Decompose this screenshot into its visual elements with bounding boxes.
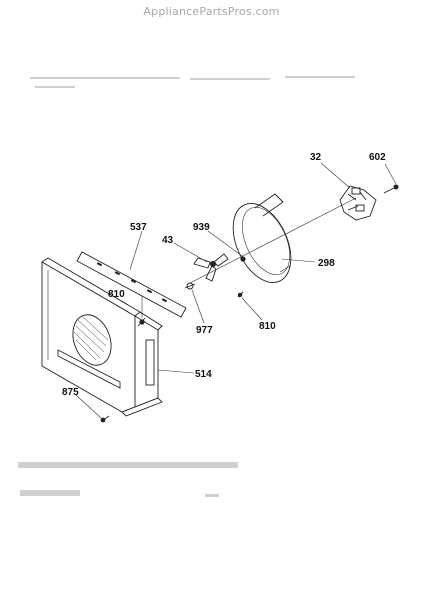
nut-939 (240, 256, 246, 262)
screw-875 (100, 415, 110, 423)
part-977 (184, 282, 196, 290)
part-label-939: 939 (193, 222, 210, 233)
leader-lines (75, 162, 397, 419)
part-label-602: 602 (369, 152, 386, 163)
part-label-32: 32 (310, 152, 322, 163)
assembly-axis-line (189, 197, 357, 284)
faint-scan-artifacts (18, 76, 355, 497)
part-label-810-left: 810 (108, 289, 125, 300)
bracket-537 (76, 251, 187, 318)
part-label-514: 514 (195, 369, 212, 380)
fan-shroud-298 (232, 193, 292, 283)
screw-810-left (137, 317, 146, 327)
screw-810-right (237, 291, 244, 298)
part-label-810-right: 810 (259, 321, 276, 332)
part-label-298: 298 (318, 258, 335, 269)
part-label-875: 875 (62, 387, 79, 398)
part-label-977: 977 (196, 325, 213, 336)
site-watermark: AppliancePartsPros.com (143, 5, 280, 18)
fan-blade-43 (193, 253, 229, 282)
motor-assembly-32 (339, 185, 377, 221)
fan-cover-panel-514 (41, 257, 163, 417)
part-label-43: 43 (162, 235, 174, 246)
part-label-537: 537 (130, 222, 147, 233)
screw-602 (383, 184, 399, 194)
